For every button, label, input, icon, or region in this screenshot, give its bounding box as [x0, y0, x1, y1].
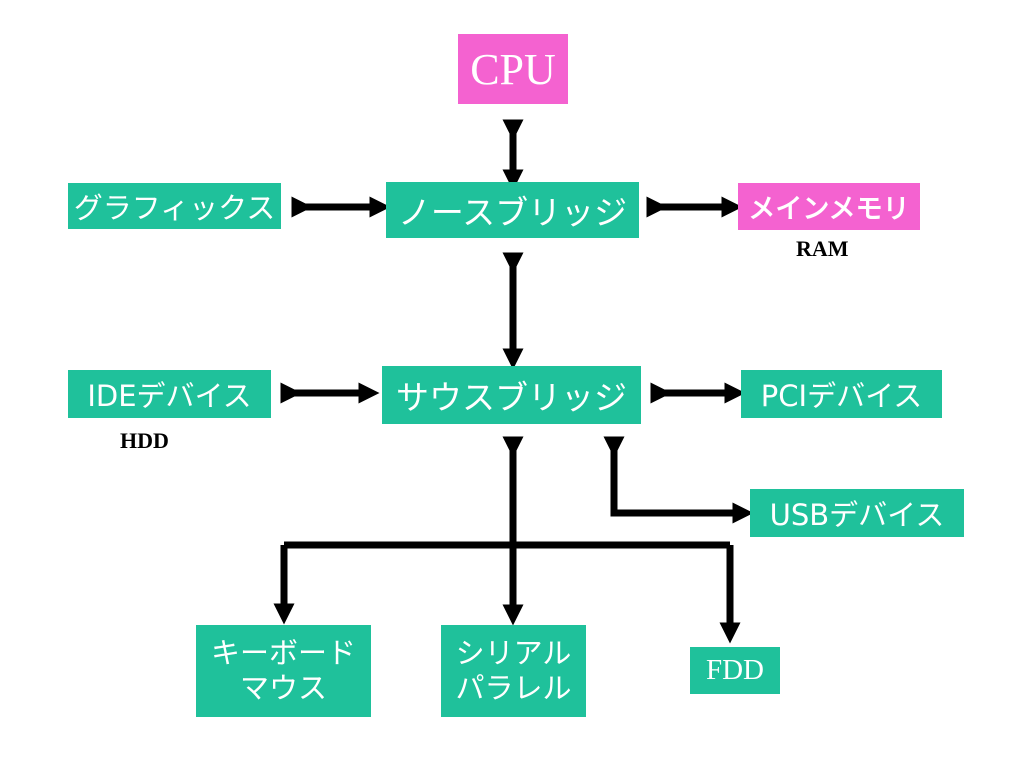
keyboard-mouse-box: キーボード マウス: [196, 625, 371, 717]
cpu-box: CPU: [458, 34, 568, 104]
southbridge-box: サウスブリッジ: [382, 366, 641, 424]
hdd-label: HDD: [120, 428, 169, 453]
usb-device-box: USBデバイス: [750, 489, 964, 537]
pci-device-box: PCIデバイス: [741, 370, 942, 418]
mouse-label: マウス: [239, 671, 327, 705]
ram-label: RAM: [796, 236, 849, 261]
keyboard-label: キーボード: [210, 636, 356, 671]
serial-parallel-box: シリアル パラレル: [441, 625, 586, 717]
main-memory-box: メインメモリ: [738, 183, 920, 230]
southbridge-usb-arrow: [603, 436, 754, 524]
serial-label: シリアル: [455, 636, 572, 671]
fdd-box: FDD: [690, 647, 780, 694]
graphics-box: グラフィックス: [68, 183, 281, 229]
ide-device-box: IDEデバイス: [68, 370, 271, 418]
northbridge-box: ノースブリッジ: [386, 182, 639, 238]
parallel-label: パラレル: [455, 671, 572, 705]
